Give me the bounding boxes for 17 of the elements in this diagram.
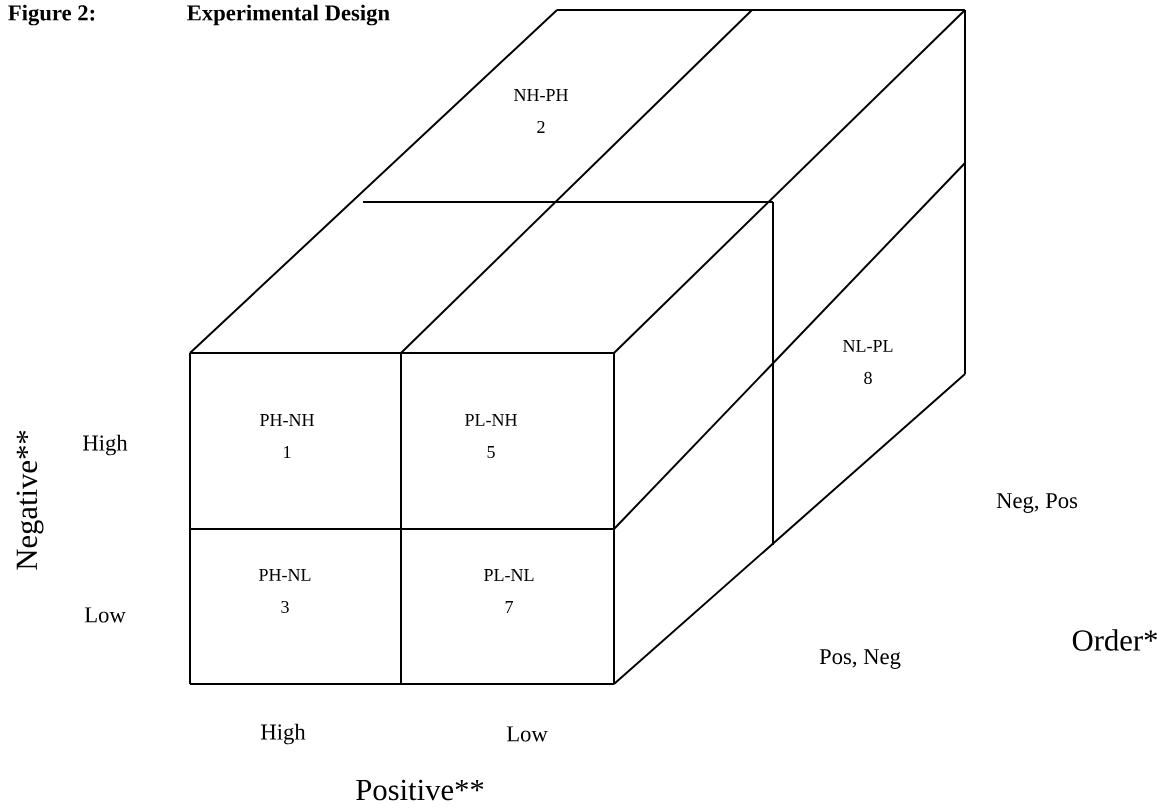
axis-label: Pos, Neg — [819, 649, 901, 669]
cell-label: NH-PH 2 — [514, 89, 568, 133]
axis-label: High — [261, 723, 306, 745]
axis-label: Low — [84, 607, 126, 623]
axis-label: Neg, Pos — [996, 493, 1078, 513]
axis-label: Negative** — [16, 430, 44, 570]
figure-title: Experimental Design — [187, 4, 390, 26]
axis-label: Low — [506, 726, 548, 742]
axis-label: Positive** — [356, 779, 484, 801]
cell-label: PL-NH 5 — [465, 414, 517, 458]
cell-label: PH-NH 1 — [260, 414, 314, 458]
cell-label: NL-PL 8 — [843, 340, 893, 384]
axis-label: High — [83, 434, 128, 456]
cell-label: PL-NL 7 — [484, 569, 534, 613]
cell-label: PH-NL 3 — [259, 569, 311, 613]
axis-label: Order* — [1072, 629, 1157, 651]
figure-number: Figure 2: — [8, 4, 95, 26]
